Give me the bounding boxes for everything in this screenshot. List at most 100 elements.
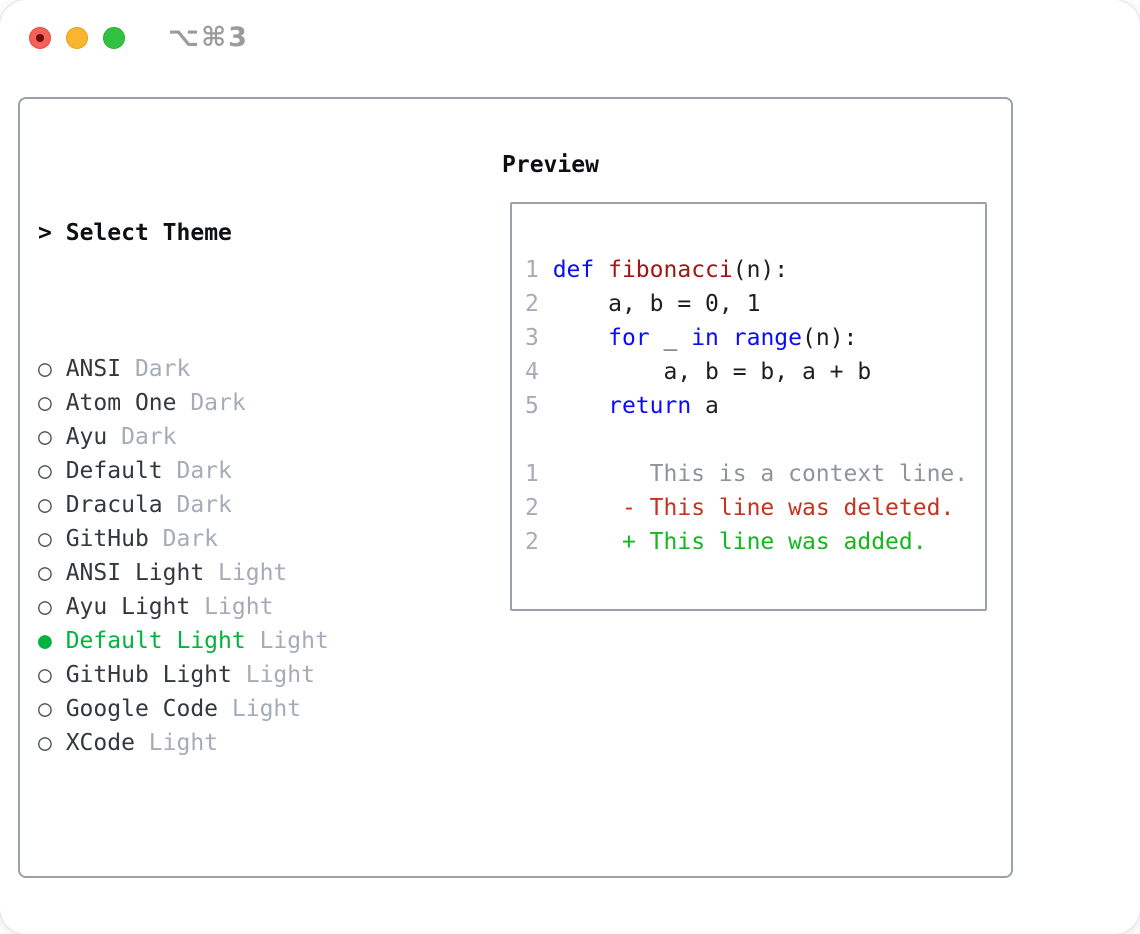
code-segment-kw: return: [608, 393, 692, 419]
code-segment-code: (n):: [802, 325, 858, 351]
theme-variant: Light: [218, 696, 302, 722]
theme-variant: Light: [245, 628, 329, 654]
code-segment-num: 4: [525, 359, 553, 385]
theme-option-atom-one[interactable]: ○ Atom One Dark: [38, 386, 478, 420]
code-segment-num: 1: [525, 461, 539, 487]
preview-line-2: 2 a, b = 0, 1: [525, 287, 985, 321]
theme-name: GitHub: [65, 526, 149, 552]
theme-variant: Light: [190, 594, 274, 620]
theme-name: Google Code: [65, 696, 219, 722]
theme-option-github[interactable]: ○ GitHub Dark: [38, 522, 478, 556]
code-segment-del: - This line was deleted.: [621, 495, 955, 521]
radio-unselected-icon: ○: [38, 526, 66, 552]
minimize-button[interactable]: [66, 27, 88, 49]
preview-line-5: 5 return a: [525, 389, 985, 423]
theme-option-ayu[interactable]: ○ Ayu Dark: [38, 420, 478, 454]
theme-option-ayu-light[interactable]: ○ Ayu Light Light: [38, 590, 478, 624]
theme-option-github-light[interactable]: ○ GitHub Light Light: [38, 658, 478, 692]
code-segment-code: [539, 529, 622, 555]
theme-name: Dracula: [65, 492, 163, 518]
code-segment-code: a: [691, 393, 719, 419]
code-segment-num: 3: [525, 325, 553, 351]
code-segment-num: 5: [525, 393, 553, 419]
theme-name: Ayu: [65, 424, 108, 450]
code-segment-code: [553, 393, 608, 419]
theme-name: Ayu Light: [65, 594, 191, 620]
preview-line-7: 1 This is a context line.: [525, 457, 985, 491]
code-segment-kw: range: [732, 325, 802, 351]
list-gap: [38, 862, 478, 896]
radio-unselected-icon: ○: [38, 356, 66, 382]
code-segment-ctx: This is a context line.: [649, 461, 969, 487]
code-segment-num: 1: [525, 257, 553, 283]
close-button[interactable]: [29, 27, 51, 49]
code-segment-fn: fibonacci: [608, 257, 733, 283]
preview-line-9: 2 + This line was added.: [525, 525, 985, 559]
code-segment-code: _: [649, 325, 692, 351]
focus-caret: >: [38, 220, 52, 246]
theme-name: ANSI Light: [65, 560, 205, 586]
code-segment-code: [594, 257, 608, 283]
zoom-button[interactable]: [103, 27, 125, 49]
select-theme-header-label: Select Theme: [65, 220, 232, 246]
radio-unselected-icon: ○: [38, 696, 66, 722]
code-segment-code: (n):: [732, 257, 789, 283]
theme-name: Default Light: [65, 628, 246, 654]
theme-variant: Dark: [162, 458, 232, 484]
preview-line-1: 1 def fibonacci(n):: [525, 253, 985, 287]
radio-unselected-icon: ○: [38, 730, 66, 756]
code-segment-kw: for: [608, 325, 650, 351]
theme-name: GitHub Light: [65, 662, 232, 688]
theme-option-default[interactable]: ○ Default Dark: [38, 454, 478, 488]
code-segment-kw: in: [691, 325, 719, 351]
radio-unselected-icon: ○: [38, 458, 66, 484]
code-segment-code: [719, 325, 733, 351]
code-segment-code: [539, 461, 650, 487]
code-segment-code: a, b = 0, 1: [552, 291, 761, 317]
theme-variant: Light: [134, 730, 219, 756]
theme-option-google-code[interactable]: ○ Google Code Light: [38, 692, 478, 726]
theme-option-ansi[interactable]: ○ ANSI Dark: [38, 352, 478, 386]
theme-option-default-light[interactable]: ● Default Light Light: [38, 624, 478, 658]
radio-unselected-icon: ○: [38, 594, 66, 620]
theme-name: ANSI: [65, 356, 122, 382]
radio-selected-icon: ●: [38, 628, 66, 654]
theme-option-ansi-light[interactable]: ○ ANSI Light Light: [38, 556, 478, 590]
radio-unselected-icon: ○: [38, 390, 66, 416]
code-segment-code: [539, 495, 622, 521]
preview-header: Preview: [502, 152, 599, 178]
select-theme-header: > Select Theme: [38, 216, 478, 250]
radio-unselected-icon: ○: [38, 560, 66, 586]
theme-variant: Light: [204, 560, 288, 586]
theme-variant: Dark: [121, 356, 191, 382]
code-segment-kw: def: [552, 257, 595, 283]
theme-variant: Dark: [107, 424, 177, 450]
modified-indicator-dot: [36, 34, 44, 42]
code-segment-code: [553, 325, 608, 351]
theme-option-dracula[interactable]: ○ Dracula Dark: [38, 488, 478, 522]
window-title: ⌥⌘3: [168, 22, 249, 53]
theme-list: ○ ANSI Dark○ Atom One Dark○ Ayu Dark○ De…: [38, 352, 478, 760]
theme-variant: Dark: [148, 526, 219, 552]
radio-unselected-icon: ○: [38, 662, 66, 688]
radio-unselected-icon: ○: [38, 492, 66, 518]
theme-variant: Dark: [162, 492, 232, 518]
theme-selector-column: > Select Theme ○ ANSI Dark○ Atom One Dar…: [38, 148, 478, 934]
code-segment-num: 2: [525, 291, 553, 317]
code-segment-num: 2: [525, 529, 539, 555]
theme-variant: Dark: [176, 390, 246, 416]
theme-option-xcode[interactable]: ○ XCode Light: [38, 726, 478, 760]
theme-name: Atom One: [65, 390, 177, 416]
code-segment-num: 2: [525, 495, 539, 521]
preview-line-3: 3 for _ in range(n):: [525, 321, 985, 355]
code-segment-code: a, b = b, a + b: [552, 359, 872, 385]
radio-unselected-icon: ○: [38, 424, 66, 450]
theme-picker-panel: > Select Theme ○ ANSI Dark○ Atom One Dar…: [18, 97, 1013, 878]
preview-line-8: 2 - This line was deleted.: [525, 491, 985, 525]
preview-line-6: [525, 423, 985, 457]
theme-name: Default: [65, 458, 163, 484]
titlebar: ⌥⌘3: [0, 0, 1140, 76]
